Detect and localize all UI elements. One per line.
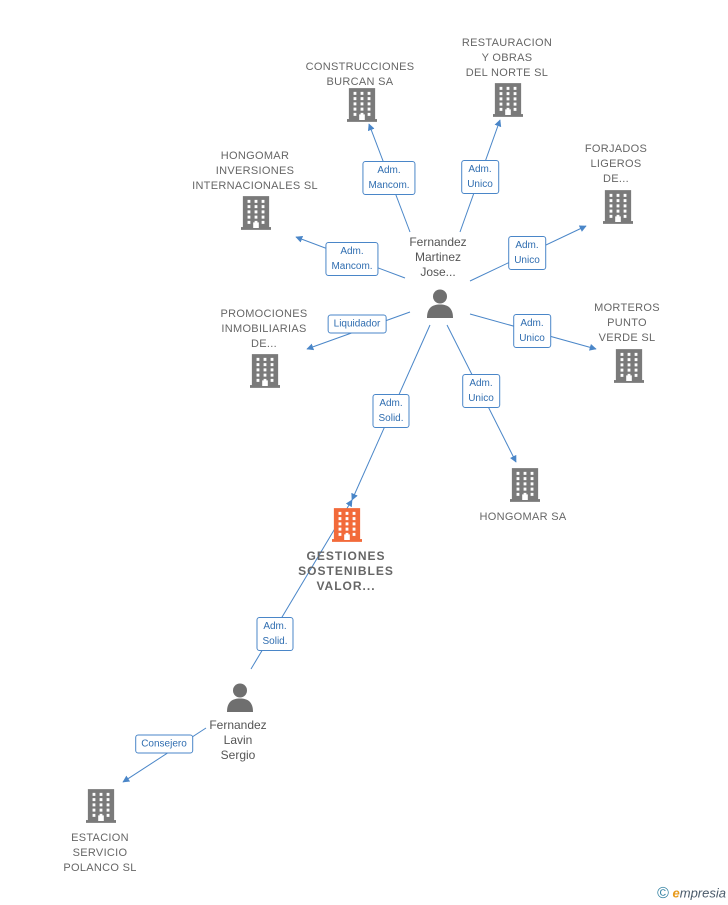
node-label-fernandez_martinez[interactable]: Fernandez Martinez Jose... (409, 235, 467, 279)
node-label-gestiones[interactable]: GESTIONES SOSTENIBLES VALOR... (298, 549, 394, 593)
role-badge-gestiones[interactable]: Adm. Solid. (372, 394, 410, 428)
building-icon[interactable] (510, 468, 540, 507)
brand-initial: e (672, 885, 680, 901)
role-badge-hongomar_inv[interactable]: Adm. Mancom. (325, 242, 379, 276)
role-badge-hongomar_sa[interactable]: Adm. Unico (462, 374, 500, 408)
node-label-estacion[interactable]: ESTACION SERVICIO POLANCO SL (63, 832, 137, 874)
brand-name: mpresia (679, 885, 726, 901)
building-icon[interactable] (614, 349, 644, 388)
building-icon[interactable] (241, 196, 271, 235)
person-icon[interactable] (425, 288, 455, 323)
node-label-forjados[interactable]: FORJADOS LIGEROS DE... (584, 143, 648, 185)
role-badge-restauracion[interactable]: Adm. Unico (461, 160, 499, 194)
node-label-construcciones[interactable]: CONSTRUCCIONES BURCAN SA (305, 61, 415, 88)
node-label-fernandez_lavin[interactable]: Fernandez Lavin Sergio (209, 718, 267, 762)
building-icon-focus[interactable] (332, 508, 362, 547)
node-label-restauracion[interactable]: RESTAURACION Y OBRAS DEL NORTE SL (461, 37, 553, 79)
building-icon[interactable] (250, 354, 280, 393)
footer-brand[interactable]: © empresia (657, 885, 726, 903)
building-icon[interactable] (86, 789, 116, 828)
building-icon[interactable] (493, 83, 523, 122)
role-badge-morteros[interactable]: Adm. Unico (513, 314, 551, 348)
node-label-promociones[interactable]: PROMOCIONES INMOBILIARIAS DE... (220, 308, 308, 350)
node-label-hongomar_inv[interactable]: HONGOMAR INVERSIONES INTERNACIONALES SL (192, 150, 318, 192)
role-badge-estacion[interactable]: Consejero (135, 734, 193, 754)
role-badge-forjados[interactable]: Adm. Unico (508, 236, 546, 270)
role-badge-promociones[interactable]: Liquidador (327, 314, 387, 334)
building-icon[interactable] (603, 190, 633, 229)
building-icon[interactable] (347, 88, 377, 127)
copyright-icon: © (657, 885, 669, 902)
node-label-morteros[interactable]: MORTEROS PUNTO VERDE SL (594, 302, 660, 344)
person-icon[interactable] (225, 682, 255, 717)
role-badge-construcciones[interactable]: Adm. Mancom. (362, 161, 416, 195)
node-label-hongomar_sa[interactable]: HONGOMAR SA (479, 511, 567, 523)
role-badge-gestiones[interactable]: Adm. Solid. (256, 617, 294, 651)
